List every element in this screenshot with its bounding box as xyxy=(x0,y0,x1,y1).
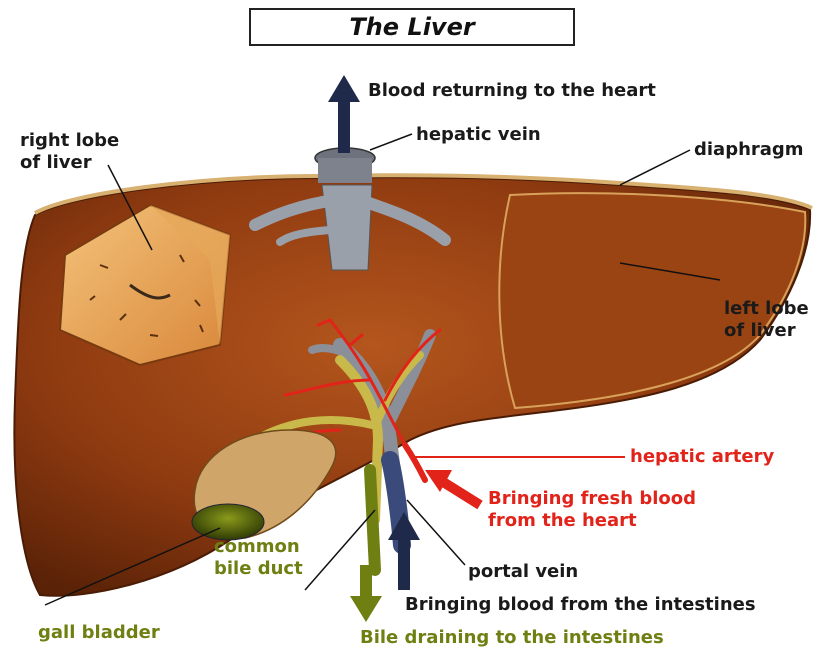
arrow-fresh-blood xyxy=(425,470,480,505)
label-bile-draining: Bile draining to the intestines xyxy=(360,627,664,649)
arrow-blood-returning xyxy=(328,75,360,153)
label-blood-from-intestines: Bringing blood from the intestines xyxy=(405,594,756,616)
label-left-lobe: left lobe of liver xyxy=(724,298,809,342)
label-blood-returning: Blood returning to the heart xyxy=(368,80,656,102)
diagram-title: The Liver xyxy=(349,13,474,41)
label-gall-bladder: gall bladder xyxy=(38,622,160,644)
label-portal-vein: portal vein xyxy=(468,561,578,583)
label-fresh-blood: Bringing fresh blood from the heart xyxy=(488,488,696,532)
label-hepatic-vein: hepatic vein xyxy=(416,124,541,146)
title-box: The Liver xyxy=(249,8,575,46)
label-common-bile-duct: common bile duct xyxy=(214,536,303,580)
label-diaphragm: diaphragm xyxy=(694,139,804,161)
label-hepatic-artery: hepatic artery xyxy=(630,446,774,468)
label-right-lobe: right lobe of liver xyxy=(20,130,119,174)
